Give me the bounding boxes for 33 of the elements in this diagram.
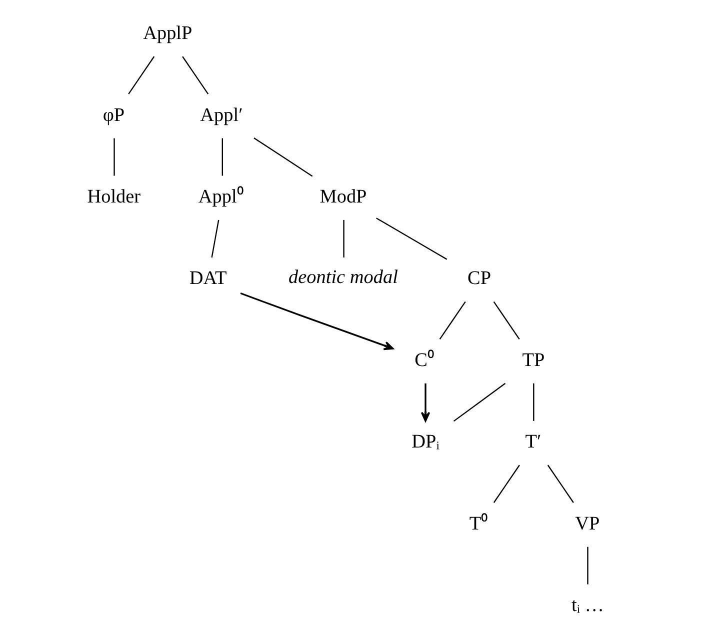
connector (438, 301, 466, 340)
connector (546, 464, 574, 503)
connector (376, 218, 447, 260)
node-text: TP (522, 350, 544, 371)
connector (492, 301, 520, 340)
connector (128, 56, 154, 94)
connector (342, 220, 344, 258)
connector (253, 138, 312, 177)
connector (492, 464, 520, 503)
node-text: Holder (86, 186, 140, 208)
node-text: DPᵢ (411, 432, 439, 453)
connector (586, 546, 588, 584)
connector (182, 56, 208, 94)
node-text: tᵢ … (571, 595, 604, 616)
node-text: T⁰ (468, 513, 488, 534)
connector (221, 138, 222, 176)
connector (210, 220, 219, 258)
connector (452, 382, 506, 422)
node-text: ModP (319, 186, 366, 208)
arrow (240, 292, 394, 350)
node-text: CP (467, 268, 491, 290)
node-text: DAT (188, 268, 226, 290)
connector (532, 383, 534, 421)
node-text: ApplP (142, 23, 192, 44)
node-text: Appl⁰ (198, 186, 244, 208)
node-text: Appl′ (200, 104, 242, 126)
node-text: VP (574, 513, 600, 534)
node-text: φP (102, 104, 124, 126)
node-text: deontic modal (288, 267, 398, 288)
arrow (420, 383, 430, 422)
connector (113, 138, 114, 176)
node-text: C⁰ (414, 350, 434, 371)
node-text: T′ (524, 432, 541, 453)
